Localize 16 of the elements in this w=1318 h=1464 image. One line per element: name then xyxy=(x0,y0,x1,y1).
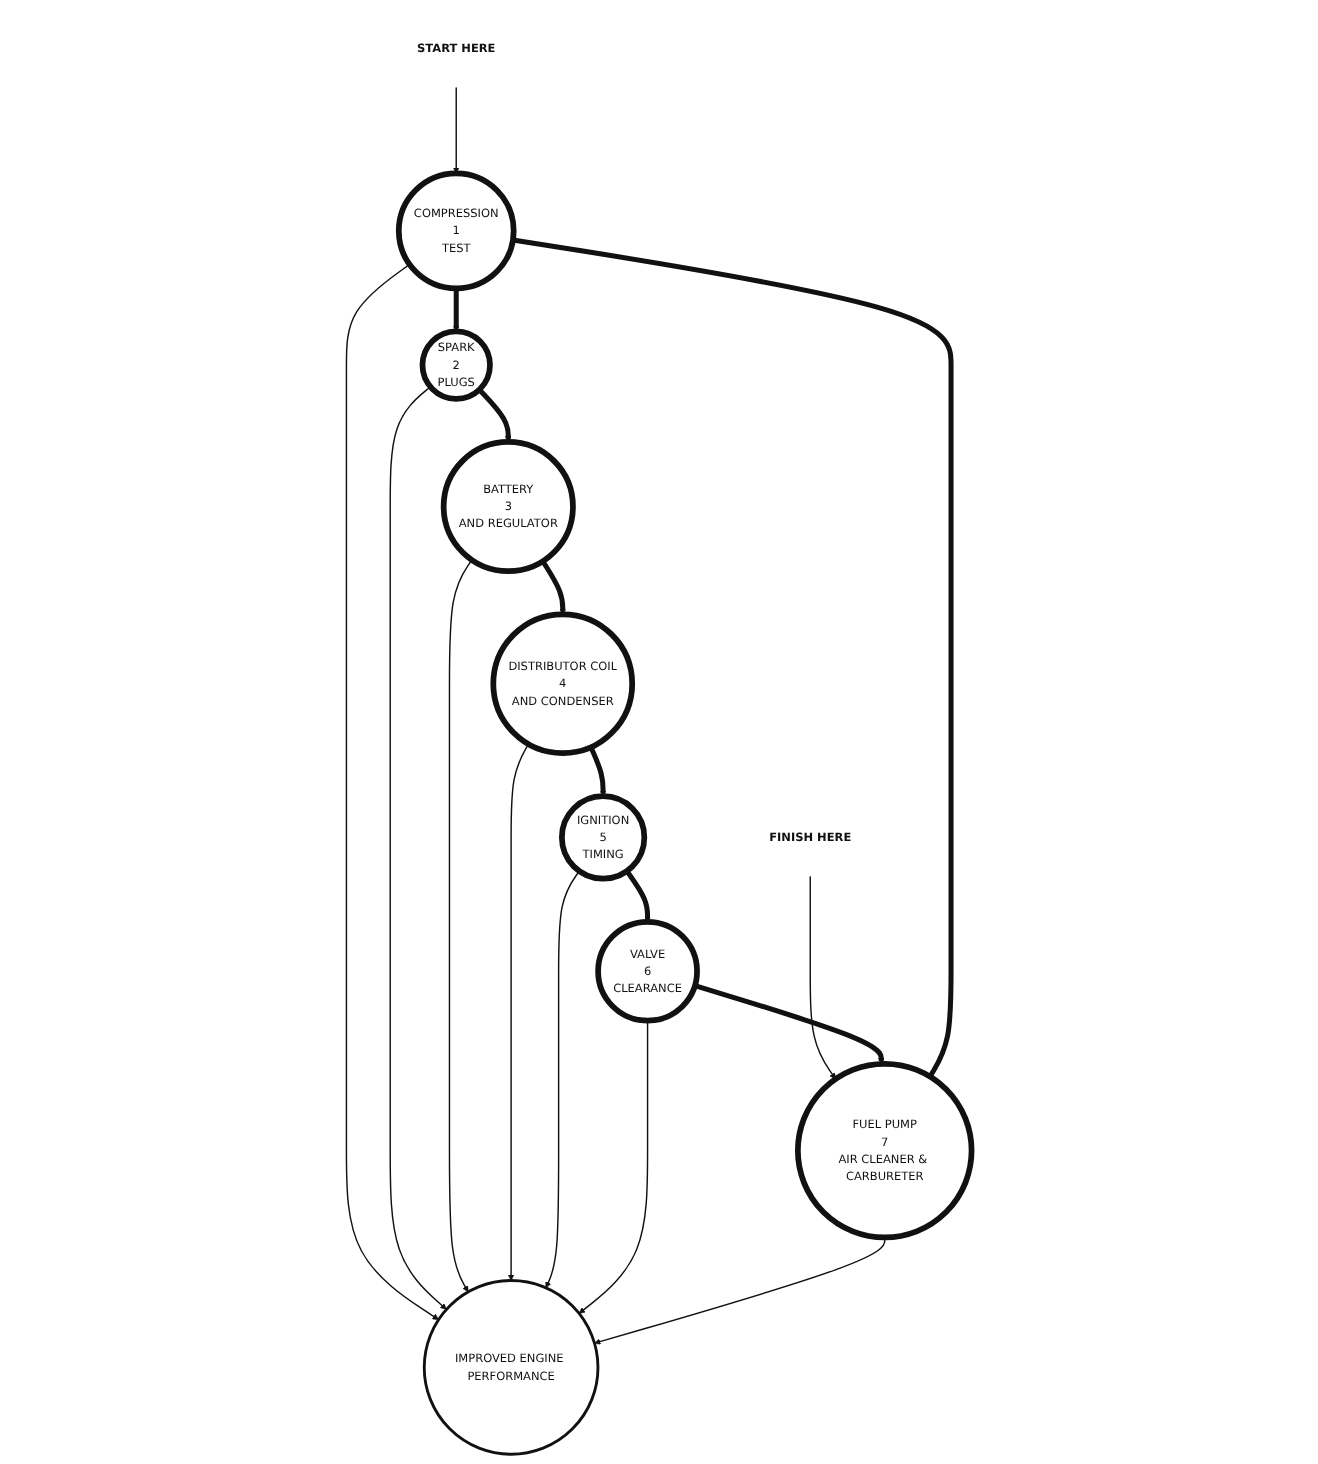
arrow xyxy=(578,1019,649,1314)
arrow xyxy=(624,869,651,923)
arrow xyxy=(694,983,885,1065)
arrow xyxy=(809,875,836,1080)
arrow xyxy=(345,263,439,1320)
arrow xyxy=(540,559,566,615)
arrow xyxy=(588,746,607,797)
arrow xyxy=(507,743,530,1281)
arrow xyxy=(453,86,460,174)
arrow xyxy=(448,559,473,1293)
connector xyxy=(512,237,954,1078)
arrow xyxy=(477,387,512,443)
arrow xyxy=(389,386,447,1310)
arrow xyxy=(545,870,580,1289)
arrow xyxy=(594,1236,886,1345)
arrow xyxy=(453,288,460,332)
